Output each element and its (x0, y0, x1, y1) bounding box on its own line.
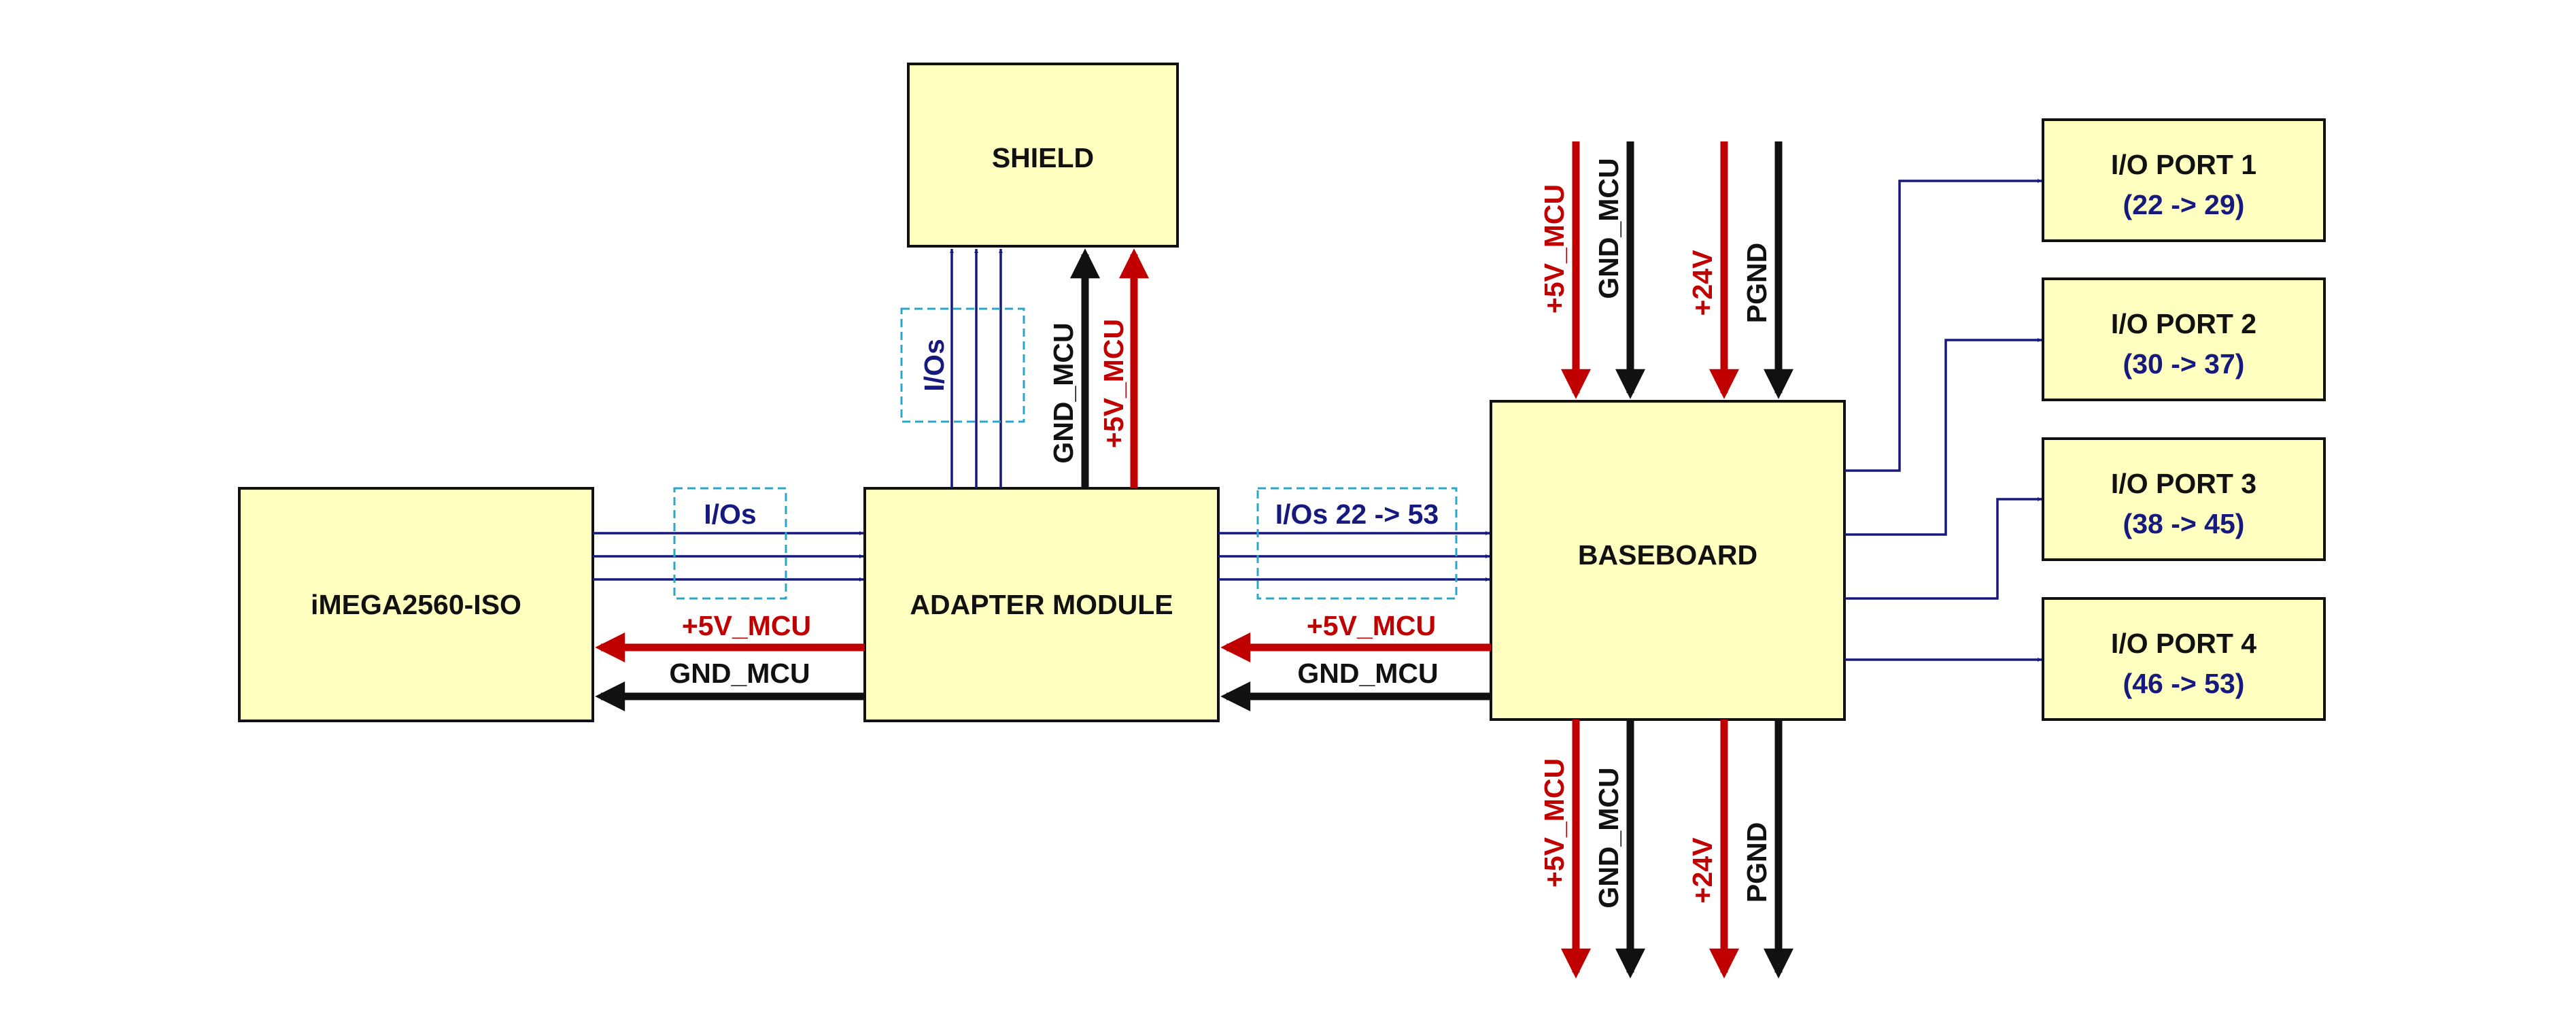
adapter-shield-io-bus: I/Os (900, 249, 1025, 488)
top-gnd-label: GND_MCU (1593, 158, 1624, 299)
shield-io-label: I/Os (918, 339, 950, 391)
adapter-5v-label: +5V_MCU (1307, 610, 1436, 641)
adapter-module-block: ADAPTER MODULE (863, 487, 1220, 722)
top-5v-label: +5V_MCU (1539, 184, 1570, 314)
io-port-2-range: (30 -> 37) (2123, 348, 2245, 379)
io-port-3-name: I/O PORT 3 (2111, 468, 2256, 499)
io-port-3-block: I/O PORT 3 (38 -> 45) (2042, 437, 2326, 561)
imega-io-group-box (673, 487, 787, 600)
imega-5v-label: +5V_MCU (682, 610, 811, 641)
io-port-4-range: (46 -> 53) (2123, 668, 2245, 699)
bottom-pgnd-label: PGND (1741, 822, 1772, 902)
port-2-link (1844, 338, 2042, 536)
imega-gnd-label: GND_MCU (669, 658, 810, 689)
adapter-baseboard-io-bus: I/Os 22 -> 53 (1218, 487, 1490, 600)
io-port-3-range: (38 -> 45) (2123, 508, 2245, 539)
io-port-4-block: I/O PORT 4 (46 -> 53) (2042, 597, 2326, 721)
imega2560-label: iMEGA2560-ISO (311, 589, 521, 620)
bottom-5v-label: +5V_MCU (1539, 758, 1570, 888)
top-pgnd-label: PGND (1741, 243, 1772, 323)
baseboard-io-group-box (1256, 487, 1458, 600)
baseboard-io-label: I/Os 22 -> 53 (1275, 498, 1439, 530)
io-port-1-range: (22 -> 29) (2123, 189, 2245, 220)
adapter-shield-power: GND_MCU +5V_MCU (1048, 248, 1149, 488)
adapter-gnd-label: GND_MCU (1297, 658, 1438, 689)
bottom-24v-label: +24V (1687, 837, 1718, 904)
io-port-4-name: I/O PORT 4 (2111, 628, 2256, 659)
port-3-link (1844, 497, 2042, 600)
baseboard-block: BASEBOARD (1490, 400, 1846, 721)
bottom-gnd-label: GND_MCU (1593, 767, 1624, 908)
imega-adapter-io-bus: I/Os (593, 487, 863, 600)
shield-block: SHIELD (907, 63, 1179, 248)
io-port-2-block: I/O PORT 2 (30 -> 37) (2042, 277, 2326, 401)
baseboard-port-links (1844, 179, 2042, 662)
shield-io-group-box (900, 307, 1025, 423)
adapter-module-label: ADAPTER MODULE (910, 589, 1173, 620)
io-port-1-block: I/O PORT 1 (22 -> 29) (2042, 118, 2326, 242)
baseboard-bottom-power: +5V_MCU GND_MCU +24V PGND (1539, 720, 1793, 979)
shield-gnd-label: GND_MCU (1048, 322, 1079, 463)
port-1-link (1844, 179, 2042, 472)
baseboard-adapter-power: +5V_MCU GND_MCU (1220, 610, 1491, 711)
io-port-1-name: I/O PORT 1 (2111, 149, 2256, 180)
imega2560-block: iMEGA2560-ISO (238, 487, 594, 722)
shield-label: SHIELD (992, 142, 1094, 173)
top-24v-label: +24V (1687, 250, 1718, 316)
imega-io-label: I/Os (704, 498, 756, 530)
io-port-2-name: I/O PORT 2 (2111, 308, 2256, 339)
adapter-imega-power: +5V_MCU GND_MCU (595, 610, 865, 711)
baseboard-label: BASEBOARD (1578, 539, 1757, 571)
shield-5v-label: +5V_MCU (1098, 319, 1129, 448)
baseboard-top-power: +5V_MCU GND_MCU +24V PGND (1539, 141, 1793, 399)
